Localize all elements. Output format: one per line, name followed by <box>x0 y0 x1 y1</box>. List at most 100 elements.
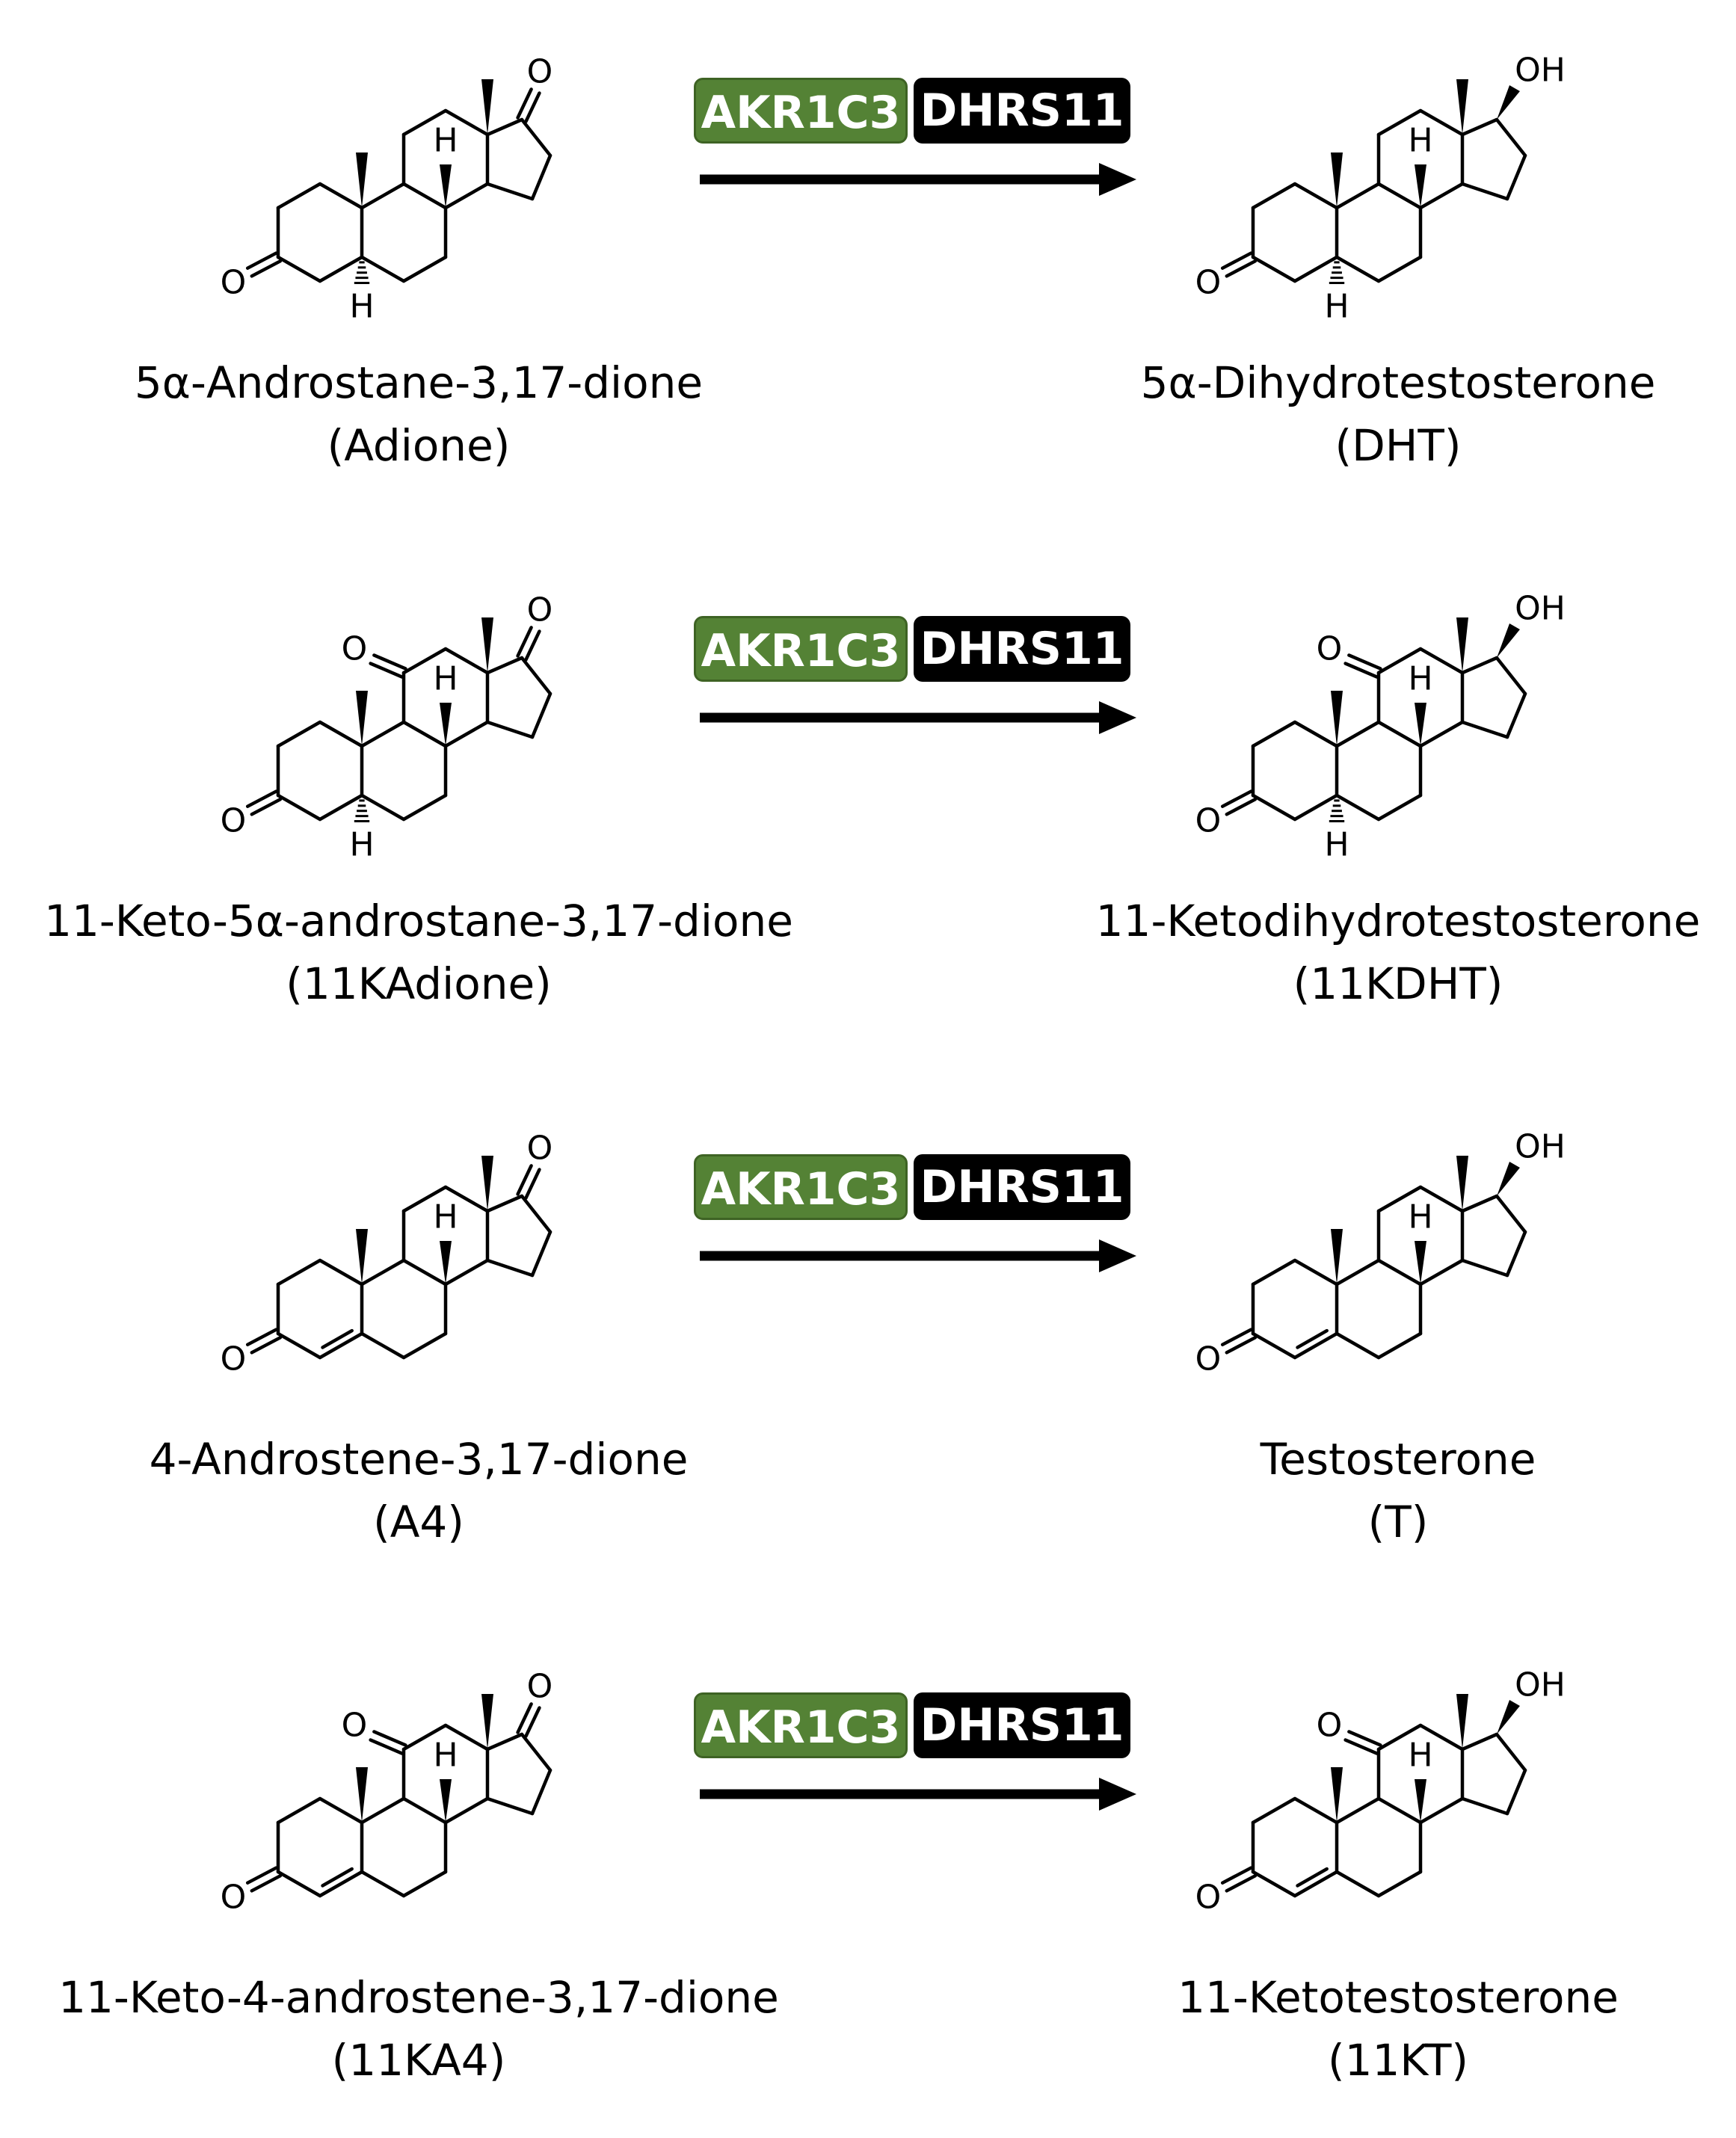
reaction-arrow <box>700 701 1136 734</box>
bond <box>276 255 322 283</box>
bond <box>318 182 364 210</box>
double-bond-c4-c5-inner <box>1296 1867 1329 1888</box>
oh17-label: OH <box>1515 52 1566 90</box>
double-bond-c4-c5-inner <box>1296 1328 1329 1349</box>
bond <box>318 793 364 822</box>
arrow-head <box>1099 163 1136 196</box>
bond <box>1293 255 1339 283</box>
o11-label: O <box>342 630 368 668</box>
double-bond-c4-c5 <box>318 1331 364 1360</box>
substrate-label: 11-Keto-5α-androstane-3,17-dione (11KAdio… <box>7 890 830 1015</box>
bond <box>1376 1723 1423 1752</box>
bond <box>1293 720 1339 748</box>
compound-abbreviation: (DHT) <box>1335 420 1462 471</box>
bond <box>1293 1258 1339 1287</box>
bond <box>1376 1331 1423 1360</box>
c11-carbonyl-2 <box>1343 1738 1379 1755</box>
bond <box>1376 1258 1423 1287</box>
bond <box>1460 1258 1509 1278</box>
substrate-structure: HOO <box>221 1130 553 1378</box>
bond <box>401 720 448 748</box>
arrow-head <box>1099 1239 1136 1272</box>
h8-wedge <box>440 1241 452 1284</box>
bond <box>401 1870 448 1898</box>
bond <box>485 117 524 137</box>
bond <box>485 1732 524 1752</box>
bond <box>318 720 364 748</box>
bond <box>1376 1796 1423 1825</box>
compound-name: 11-Keto-5α-androstane-3,17-dione <box>44 896 793 946</box>
double-bond-c4-c5 <box>318 1870 364 1898</box>
bond <box>1495 656 1527 696</box>
bond <box>1251 1870 1297 1898</box>
bond <box>485 1796 535 1816</box>
o3-label: O <box>1195 264 1222 302</box>
c11-carbonyl <box>1347 1730 1382 1747</box>
bond <box>1460 1796 1509 1816</box>
product-label: Testosterone(T) <box>987 1428 1736 1553</box>
bond <box>401 108 448 137</box>
bond <box>1293 1796 1339 1825</box>
double-bond-c4-c5-inner <box>321 1328 354 1349</box>
compound-abbreviation: (11KT) <box>1327 2035 1469 2086</box>
c3-carbonyl <box>1220 1328 1253 1346</box>
compound-abbreviation: (T) <box>1367 1497 1429 1547</box>
bond <box>318 1796 364 1825</box>
c11-carbonyl <box>1347 653 1382 671</box>
compound-abbreviation: (Adione) <box>327 420 511 471</box>
bond <box>485 720 535 739</box>
product-label: 11-Ketotestosterone(11KT) <box>987 1966 1736 2092</box>
methyl-c18-wedge <box>481 79 493 135</box>
methyl-c18-wedge <box>1456 1156 1468 1211</box>
c17-carbonyl-2 <box>516 87 533 120</box>
compound-name: 11-Keto-4-androstene-3,17-dione <box>58 1972 779 2023</box>
c3-carbonyl <box>1220 1866 1253 1885</box>
bond <box>1418 720 1465 748</box>
compound-abbreviation: (11KAdione) <box>286 958 552 1009</box>
bond <box>443 647 490 675</box>
bond <box>1418 1796 1465 1825</box>
methyl-c19-wedge <box>1331 153 1343 208</box>
bond <box>443 720 490 748</box>
bond <box>1376 182 1423 210</box>
bond <box>1251 182 1297 210</box>
c17-carbonyl-2 <box>516 1164 533 1196</box>
bond <box>1335 793 1381 822</box>
substrate-label: 11-Keto-4-androstene-3,17-dione(11KA4) <box>7 1966 830 2092</box>
bond <box>360 182 406 210</box>
reaction-arrow <box>700 1778 1136 1811</box>
h5-hashed <box>1329 261 1345 285</box>
bond <box>401 793 448 822</box>
bond <box>1335 1796 1381 1825</box>
o3-label: O <box>221 802 247 840</box>
bond <box>443 182 490 210</box>
c3-carbonyl <box>1220 251 1253 270</box>
h8-label: H <box>1408 122 1432 160</box>
enzyme-badge-secondary: DHRS11 <box>914 616 1130 682</box>
c17-carbonyl <box>524 91 541 123</box>
bond <box>1460 720 1509 739</box>
h5-hashed <box>354 261 370 285</box>
reaction-arrow <box>700 163 1136 196</box>
bond <box>318 1258 364 1287</box>
oh17-wedge <box>1497 1700 1520 1734</box>
o17-label: O <box>527 53 553 91</box>
o3-label: O <box>1195 802 1222 840</box>
c17-carbonyl <box>524 629 541 662</box>
methyl-c18-wedge <box>1456 79 1468 135</box>
substrate-label: 4-Androstene-3,17-dione(A4) <box>7 1428 830 1553</box>
h8-label: H <box>1408 1737 1432 1775</box>
bond <box>1460 1732 1499 1752</box>
h5-label: H <box>349 826 374 864</box>
bond <box>401 255 448 283</box>
c11-carbonyl-2 <box>1343 662 1379 679</box>
bond <box>1505 153 1527 201</box>
c3-carbonyl-2 <box>250 259 283 278</box>
bond <box>1335 182 1381 210</box>
c17-carbonyl-2 <box>516 626 533 658</box>
